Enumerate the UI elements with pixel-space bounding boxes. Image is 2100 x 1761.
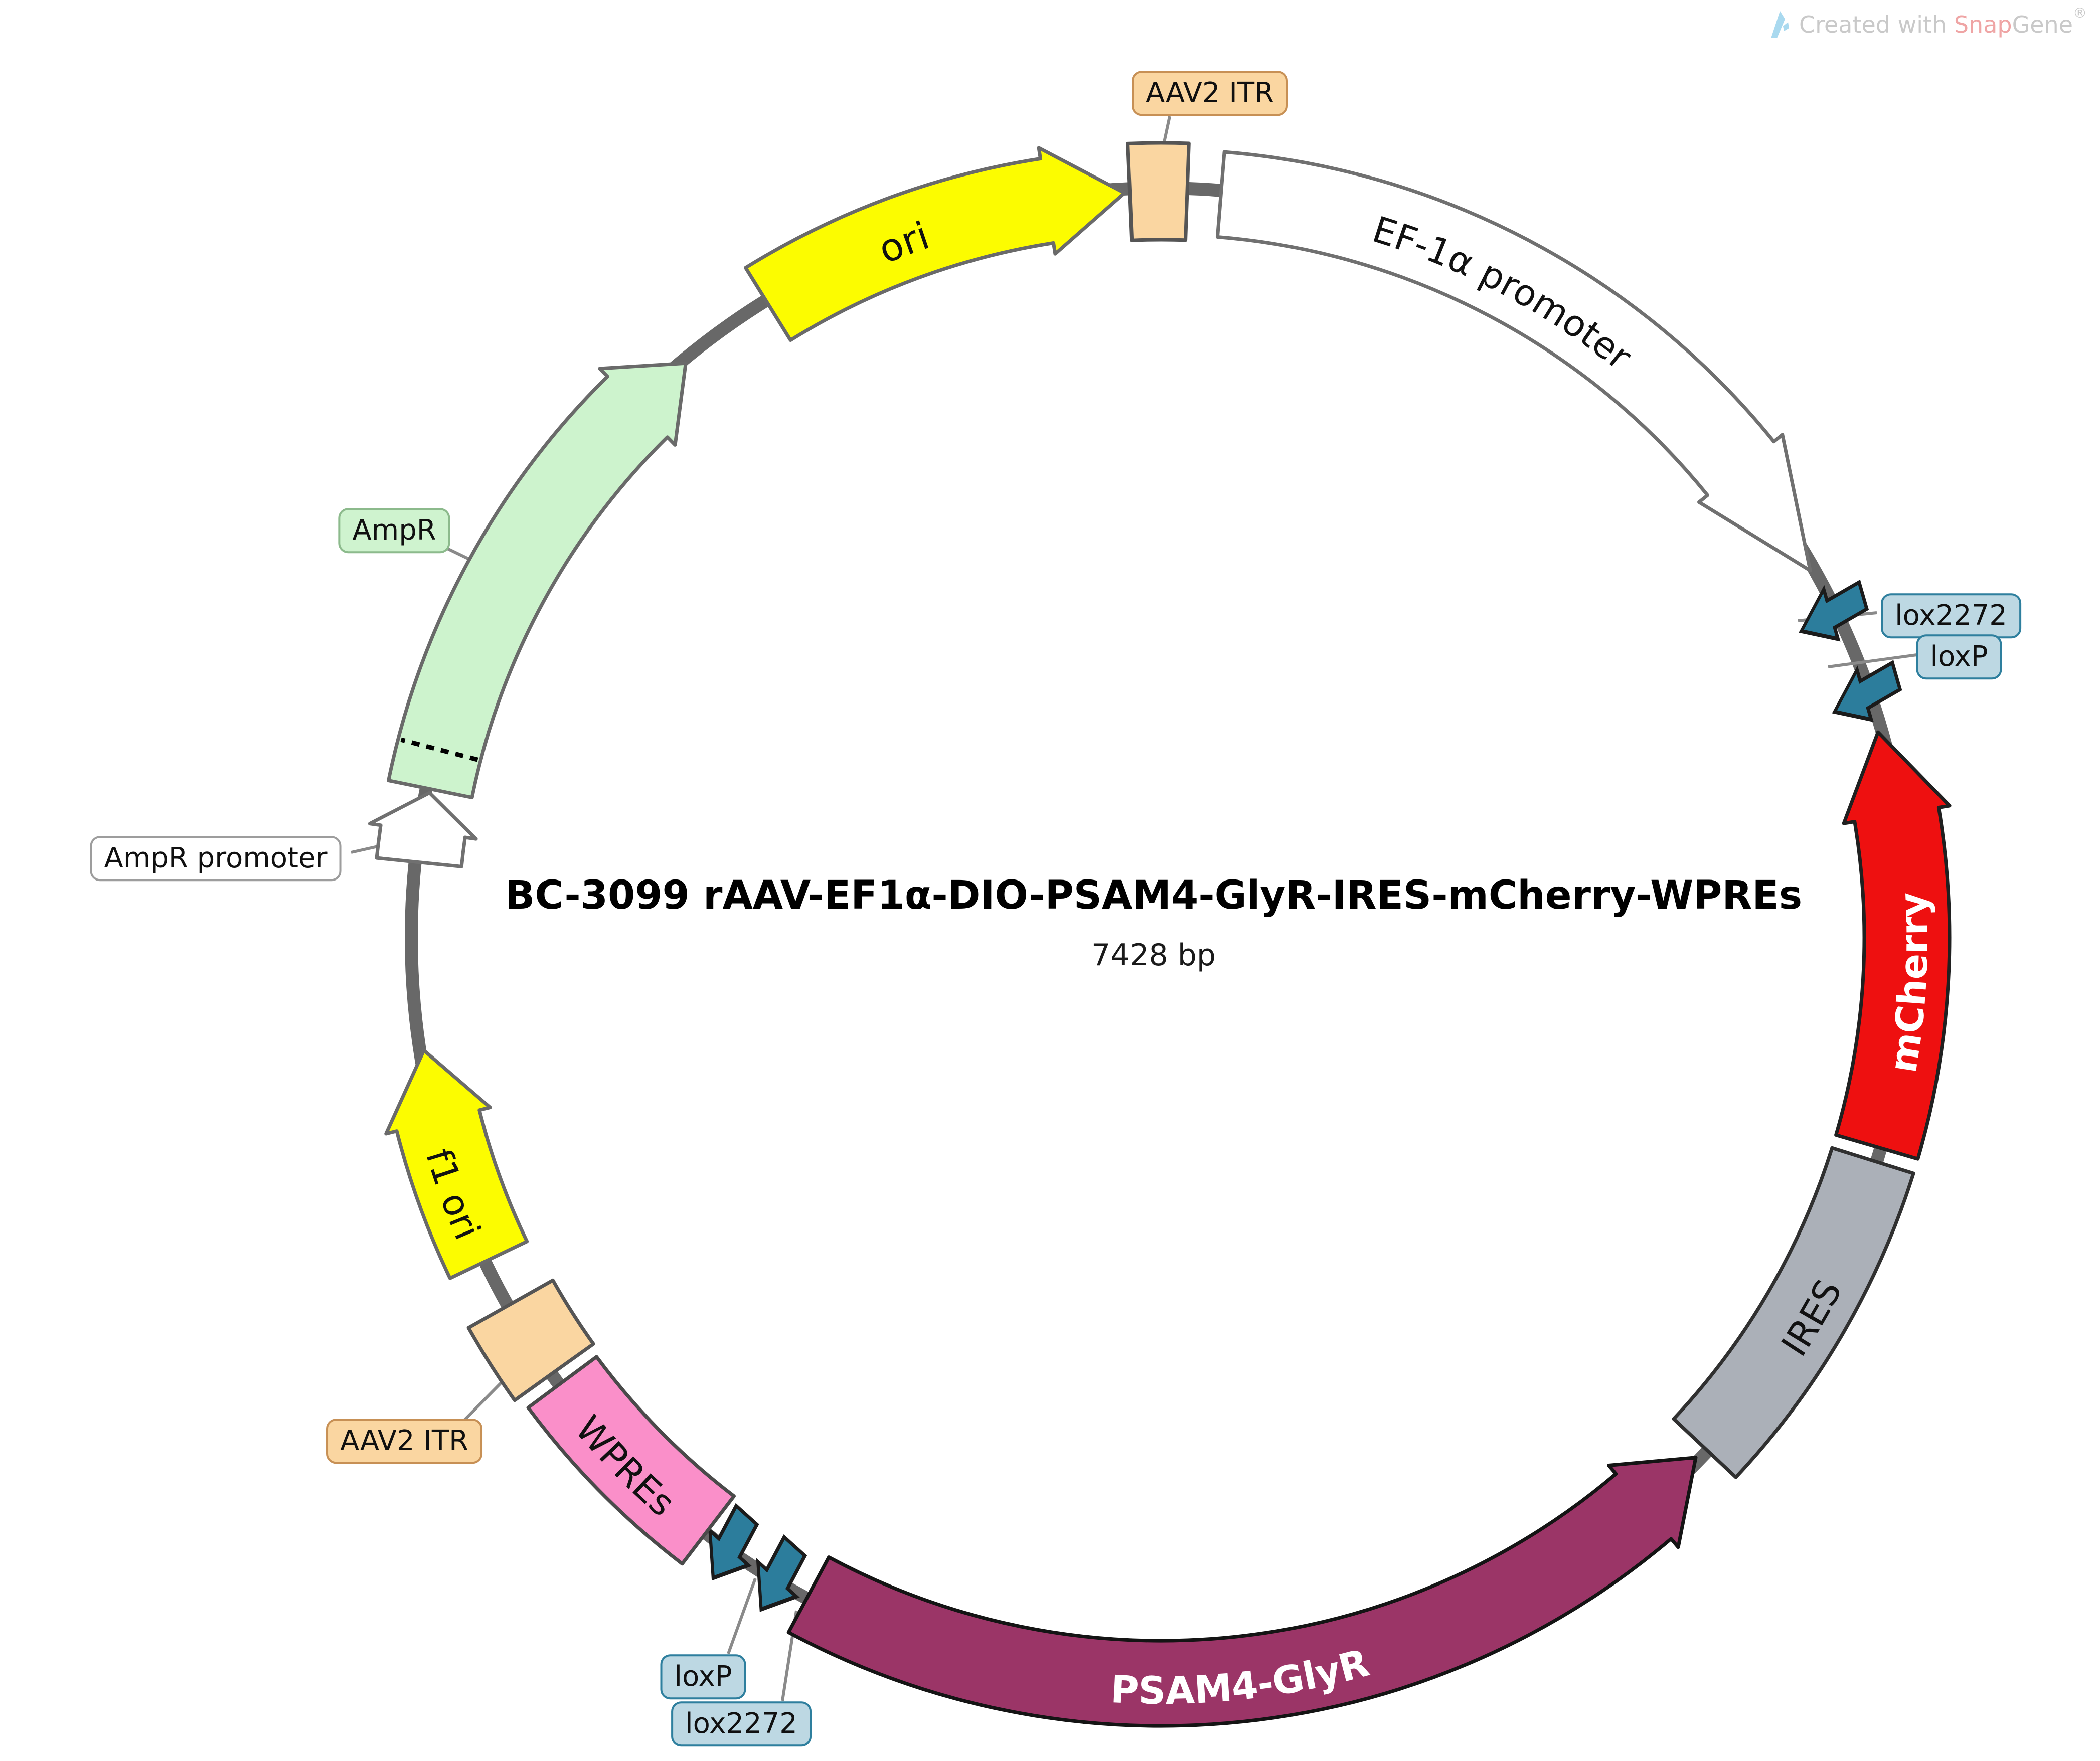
ampr-promoter-label-label[interactable]: AmpR promoter <box>90 836 342 881</box>
loxp-bottom-leader-line <box>727 1577 757 1655</box>
aav2-itr-bottom-label[interactable]: AAV2 ITR <box>326 1419 482 1464</box>
ampr-divider-line <box>400 737 478 762</box>
aav2-itr-top-label-text: AAV2 ITR <box>1146 77 1274 110</box>
lox2272-2-site-arrow-icon <box>756 1534 807 1612</box>
wpres-feature[interactable] <box>526 1355 736 1566</box>
watermark: Created with SnapGene® <box>1770 4 2087 38</box>
loxp-right-label[interactable]: loxP <box>1916 634 2002 679</box>
aav2-itr-bottom-label-text: AAV2 ITR <box>340 1425 468 1458</box>
ampr-label-label-text: AmpR <box>352 514 436 547</box>
loxp-bottom-label-text: loxP <box>674 1660 732 1693</box>
aav2-itr-2-feature[interactable] <box>466 1278 595 1402</box>
ires-feature[interactable] <box>1672 1146 1915 1479</box>
ef1a-promoter-feature[interactable] <box>1215 150 1812 573</box>
plasmid-title: BC-3099 rAAV-EF1α-DIO-PSAM4-GlyR-IRES-mC… <box>505 873 1803 918</box>
ampr-promoter-feature[interactable] <box>368 791 478 868</box>
lox2272-right-label-text: lox2272 <box>1895 599 2007 632</box>
watermark-snap: Snap <box>1954 11 2012 38</box>
loxp-right-leader-line <box>1828 653 1917 668</box>
loxp-right-label-text: loxP <box>1930 640 1988 673</box>
lox2272-2-site[interactable] <box>742 1529 814 1627</box>
lox2272-bottom-label-text: lox2272 <box>685 1707 797 1740</box>
aav2-itr-top-label[interactable]: AAV2 ITR <box>1132 71 1288 116</box>
aav2-itr-1-feature[interactable] <box>1126 141 1191 242</box>
loxp-bottom-label[interactable]: loxP <box>660 1654 746 1699</box>
snapgene-logo-icon <box>1770 11 1789 38</box>
lox2272-1-site[interactable] <box>1794 571 1870 656</box>
loxp-2-site-arrow-icon <box>708 1503 759 1581</box>
f1-ori-feature[interactable] <box>384 1048 529 1280</box>
title-block: BC-3099 rAAV-EF1α-DIO-PSAM4-GlyR-IRES-mC… <box>505 873 1802 918</box>
lox2272-bottom-label[interactable]: lox2272 <box>671 1701 812 1746</box>
watermark-text: Created with SnapGene® <box>1799 4 2087 38</box>
ori-feature[interactable] <box>744 146 1126 342</box>
mcherry-feature[interactable] <box>1834 730 1952 1161</box>
psam4-glyr-feature[interactable] <box>786 1456 1698 1728</box>
ampr-feature[interactable] <box>387 361 688 799</box>
loxp-2-site[interactable] <box>694 1498 766 1595</box>
lox2272-1-site-arrow-icon <box>1799 579 1869 642</box>
ampr-label-label[interactable]: AmpR <box>338 508 450 553</box>
loxp-1-site[interactable] <box>1828 651 1903 737</box>
loxp-1-site-arrow-icon <box>1832 660 1902 723</box>
lox2272-right-label[interactable]: lox2272 <box>1881 593 2021 638</box>
plasmid-size: 7428 bp <box>1091 938 1216 973</box>
registered-mark: ® <box>2073 4 2087 21</box>
ampr-promoter-label-label-text: AmpR promoter <box>104 842 328 875</box>
